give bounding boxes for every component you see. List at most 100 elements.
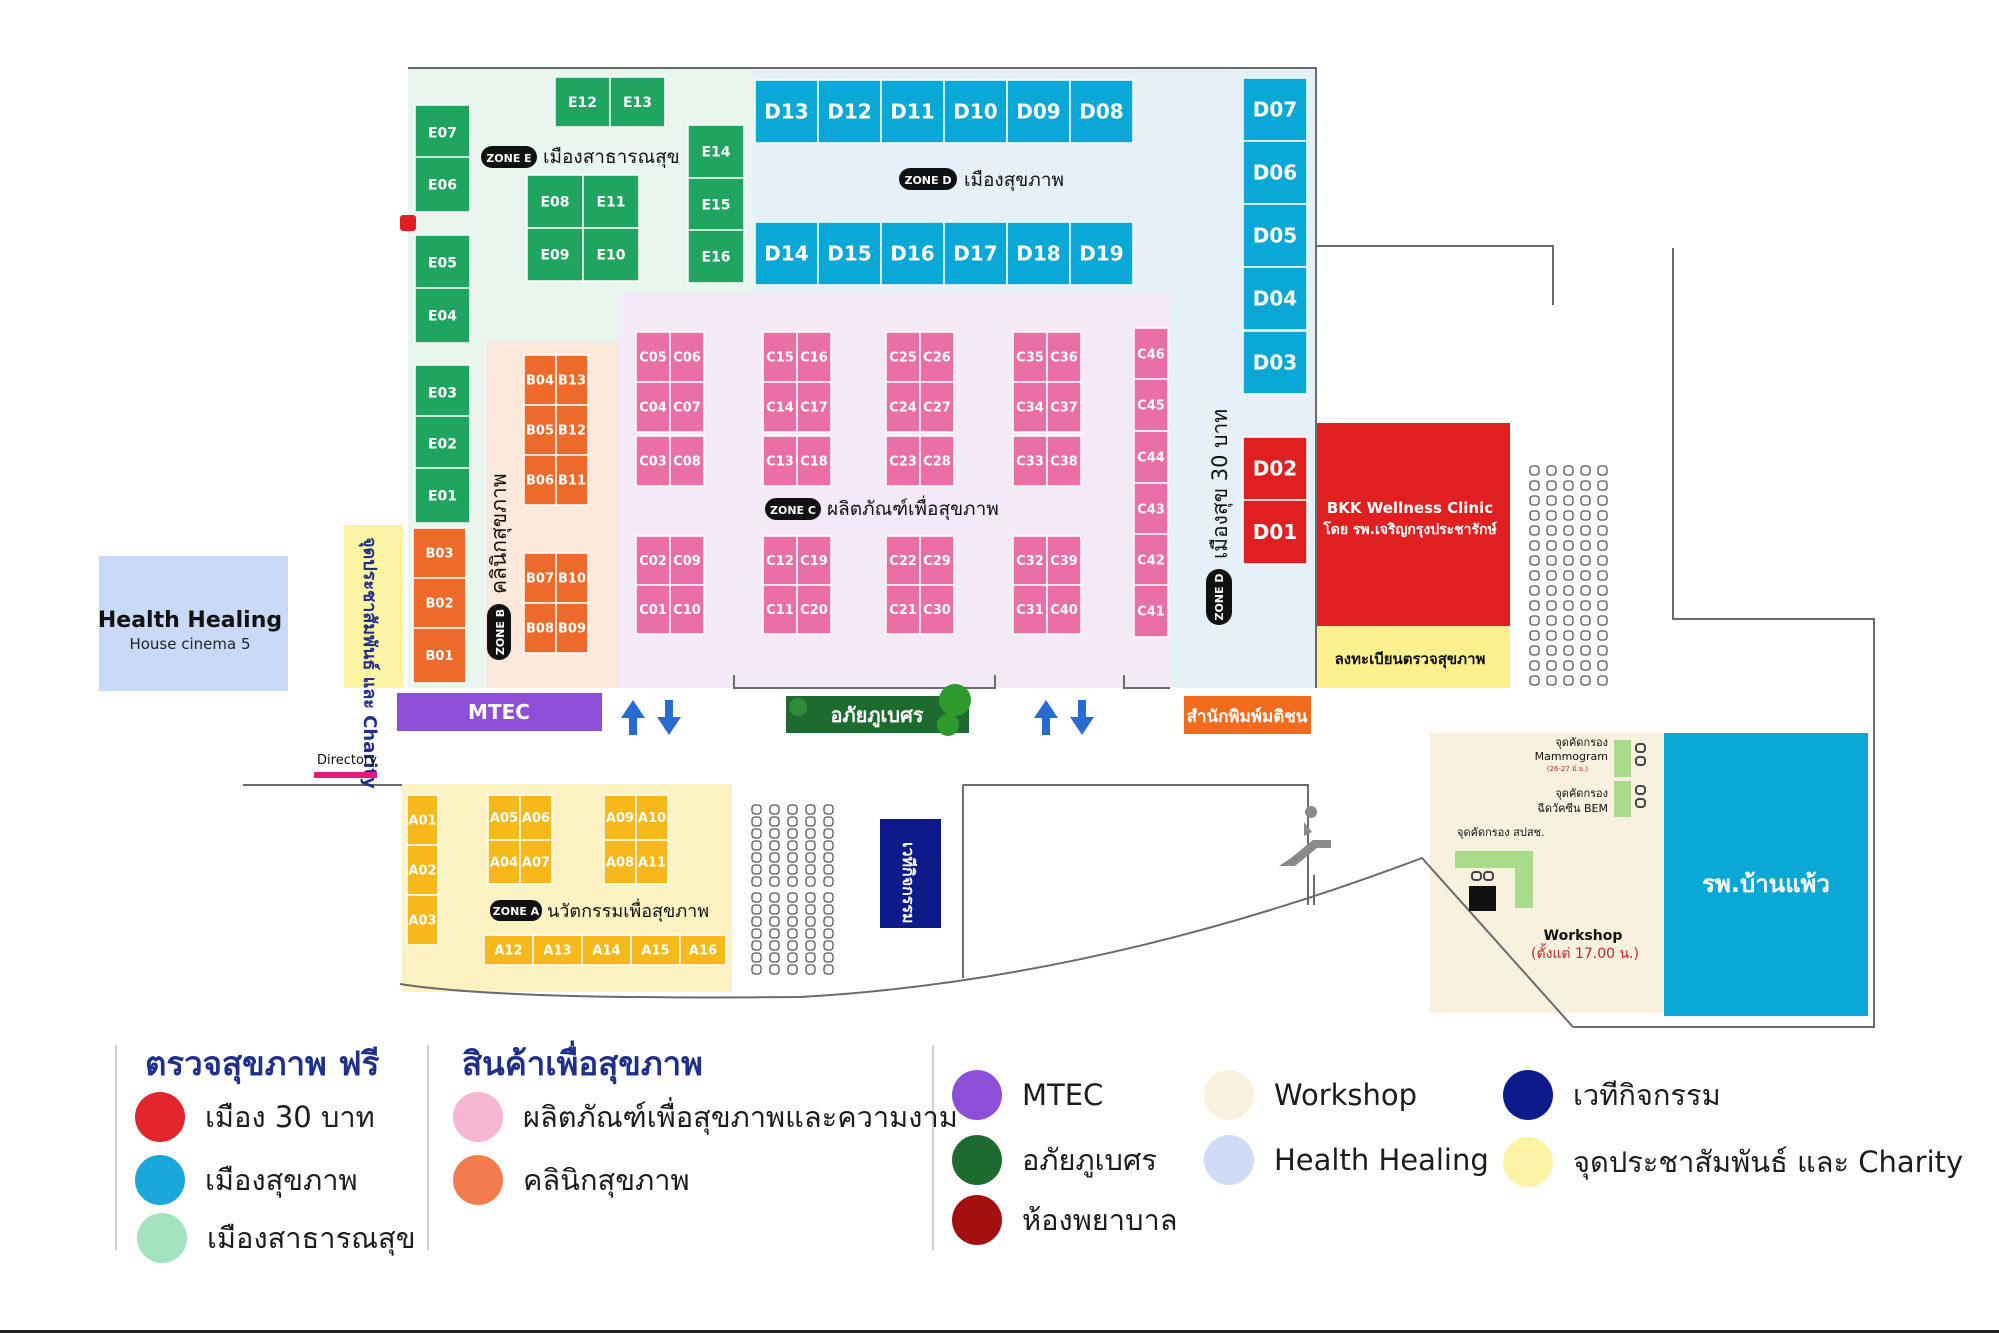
booth-c38[interactable]: C38 (1046, 435, 1082, 487)
booth-c10[interactable]: C10 (669, 584, 705, 635)
booth-c33[interactable]: C33 (1012, 435, 1048, 487)
booth-e11[interactable]: E11 (582, 174, 640, 229)
booth-c01[interactable]: C01 (635, 584, 671, 635)
booth-a16[interactable]: A16 (679, 934, 727, 966)
booth-c39[interactable]: C39 (1046, 535, 1082, 586)
booth-b03[interactable]: B03 (412, 527, 467, 579)
booth-c41[interactable]: C41 (1133, 584, 1169, 638)
booth-e13[interactable]: E13 (609, 76, 666, 128)
booth-c13[interactable]: C13 (762, 435, 798, 487)
banphaeo-hospital[interactable]: รพ.บ้านแพ้ว (1664, 733, 1868, 1016)
booth-c34[interactable]: C34 (1012, 381, 1048, 433)
health-check-registration[interactable]: ลงทะเบียนตรวจสุขภาพ (1317, 626, 1510, 688)
booth-c03[interactable]: C03 (635, 435, 671, 487)
booth-e12[interactable]: E12 (554, 76, 611, 128)
booth-c27[interactable]: C27 (919, 381, 955, 433)
booth-c29[interactable]: C29 (919, 535, 955, 586)
booth-e02[interactable]: E02 (414, 415, 471, 472)
booth-c19[interactable]: C19 (796, 535, 832, 586)
booth-c46[interactable]: C46 (1133, 327, 1169, 381)
booth-c42[interactable]: C42 (1133, 533, 1169, 587)
booth-e14[interactable]: E14 (687, 124, 745, 179)
booth-d13[interactable]: D13 (754, 79, 819, 144)
booth-c12[interactable]: C12 (762, 535, 798, 586)
booth-c36[interactable]: C36 (1046, 331, 1082, 383)
booth-e09[interactable]: E09 (526, 227, 584, 282)
booth-d15[interactable]: D15 (817, 221, 882, 286)
booth-e06[interactable]: E06 (414, 156, 471, 213)
booth-c05[interactable]: C05 (635, 331, 671, 383)
booth-e03[interactable]: E03 (414, 364, 471, 421)
booth-c25[interactable]: C25 (885, 331, 921, 383)
booth-c22[interactable]: C22 (885, 535, 921, 586)
booth-a04[interactable]: A04 (487, 839, 521, 885)
booth-d03[interactable]: D03 (1242, 330, 1308, 395)
booth-c26[interactable]: C26 (919, 331, 955, 383)
health-healing-area[interactable]: Health Healing House cinema 5 (98, 556, 288, 691)
booth-d04[interactable]: D04 (1242, 266, 1308, 331)
booth-a13[interactable]: A13 (532, 934, 583, 966)
booth-c24[interactable]: C24 (885, 381, 921, 433)
booth-c11[interactable]: C11 (762, 584, 798, 635)
booth-e16[interactable]: E16 (687, 229, 745, 284)
booth-a03[interactable]: A03 (406, 894, 439, 946)
booth-a12[interactable]: A12 (483, 934, 534, 966)
booth-a05[interactable]: A05 (487, 794, 521, 841)
booth-a09[interactable]: A09 (603, 794, 637, 841)
booth-c06[interactable]: C06 (669, 331, 705, 383)
booth-b02[interactable]: B02 (412, 577, 467, 629)
booth-c16[interactable]: C16 (796, 331, 832, 383)
booth-a15[interactable]: A15 (630, 934, 681, 966)
booth-e04[interactable]: E04 (414, 287, 471, 344)
booth-d08[interactable]: D08 (1069, 79, 1134, 144)
booth-c15[interactable]: C15 (762, 331, 798, 383)
booth-c20[interactable]: C20 (796, 584, 832, 635)
booth-a08[interactable]: A08 (603, 839, 637, 885)
booth-c44[interactable]: C44 (1133, 430, 1169, 484)
booth-b13[interactable]: B13 (555, 354, 589, 406)
booth-c02[interactable]: C02 (635, 535, 671, 586)
booth-c37[interactable]: C37 (1046, 381, 1082, 433)
booth-c43[interactable]: C43 (1133, 482, 1169, 536)
booth-e01[interactable]: E01 (414, 467, 471, 524)
booth-c04[interactable]: C04 (635, 381, 671, 433)
booth-a07[interactable]: A07 (519, 839, 553, 885)
booth-d16[interactable]: D16 (880, 221, 945, 286)
directory-sign[interactable]: Directory (314, 753, 377, 778)
booth-d17[interactable]: D17 (943, 221, 1008, 286)
booth-d07[interactable]: D07 (1242, 77, 1308, 142)
booth-c40[interactable]: C40 (1046, 584, 1082, 635)
booth-d05[interactable]: D05 (1242, 203, 1308, 268)
booth-e10[interactable]: E10 (582, 227, 640, 282)
booth-d02[interactable]: D02 (1242, 436, 1308, 501)
booth-d11[interactable]: D11 (880, 79, 945, 144)
bkk-wellness-clinic[interactable]: BKK Wellness Clinic โดย รพ.เจริญกรุงประช… (1317, 423, 1510, 626)
booth-b12[interactable]: B12 (555, 404, 589, 456)
aphaiphubet-area[interactable]: อภัยภูเบศร (786, 684, 971, 736)
booth-e08[interactable]: E08 (526, 174, 584, 229)
booth-a01[interactable]: A01 (406, 794, 439, 846)
booth-a11[interactable]: A11 (635, 839, 669, 885)
booth-a06[interactable]: A06 (519, 794, 553, 841)
activity-stage[interactable]: เวทีกิจกรรม (880, 819, 941, 928)
booth-b01[interactable]: B01 (412, 627, 467, 684)
booth-d19[interactable]: D19 (1069, 221, 1134, 286)
booth-d10[interactable]: D10 (943, 79, 1008, 144)
mtec-area[interactable]: MTEC (397, 693, 602, 731)
booth-c09[interactable]: C09 (669, 535, 705, 586)
booth-c45[interactable]: C45 (1133, 378, 1169, 432)
booth-b08[interactable]: B08 (523, 602, 557, 654)
booth-d18[interactable]: D18 (1006, 221, 1071, 286)
booth-d09[interactable]: D09 (1006, 79, 1071, 144)
booth-c18[interactable]: C18 (796, 435, 832, 487)
booth-c08[interactable]: C08 (669, 435, 705, 487)
booth-b10[interactable]: B10 (555, 552, 589, 604)
booth-d14[interactable]: D14 (754, 221, 819, 286)
booth-b09[interactable]: B09 (555, 602, 589, 654)
booth-c30[interactable]: C30 (919, 584, 955, 635)
booth-c35[interactable]: C35 (1012, 331, 1048, 383)
booth-b11[interactable]: B11 (555, 454, 589, 506)
booth-c23[interactable]: C23 (885, 435, 921, 487)
booth-e07[interactable]: E07 (414, 104, 471, 161)
booth-c28[interactable]: C28 (919, 435, 955, 487)
